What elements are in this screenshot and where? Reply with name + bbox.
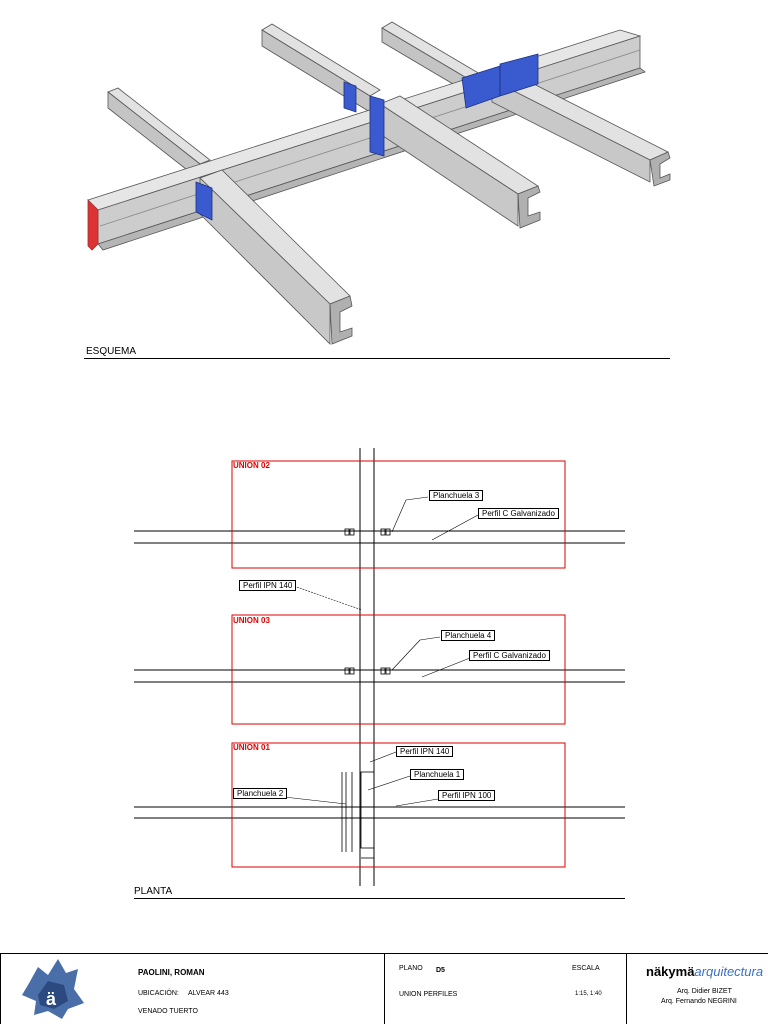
plano-value: D5 [436, 967, 445, 974]
union-03-title: UNION 03 [233, 616, 270, 625]
union-02-title: UNION 02 [233, 461, 270, 470]
beam-front-mid [379, 95, 541, 229]
plan-drawing [134, 448, 625, 886]
svg-text:ä: ä [46, 989, 57, 1009]
architect-2: Arq. Fernando NEGRINI [661, 998, 737, 1005]
schema-title: ESQUEMA [86, 346, 137, 357]
brand-part-a: näkymä [646, 964, 695, 979]
city: VENADO TUERTO [138, 1008, 198, 1015]
label-perfil-c-03: Perfil C Galvanizado [469, 650, 550, 661]
label-perfil-ipn-100: Perfil IPN 100 [438, 790, 496, 801]
titleblock-divider [384, 953, 385, 1024]
beam-left-back [107, 87, 211, 181]
schema-rule [84, 358, 670, 359]
label-planchuela-3: Planchuela 3 [429, 490, 484, 501]
brand-part-b: arquitectura [694, 964, 764, 979]
label-planchuela-1: Planchuela 1 [410, 769, 465, 780]
brand-logo: näkymäarquitectura [646, 964, 763, 979]
label-planchuela-4: Planchuela 4 [441, 630, 496, 641]
beam-front-left [199, 169, 353, 345]
location-value: ALVEAR 443 [188, 990, 229, 997]
label-planchuela-2: Planchuela 2 [233, 788, 288, 799]
escala-value: 1:15, 1:40 [575, 991, 602, 997]
titleblock-divider-2 [626, 953, 627, 1024]
sheet-name: UNION PERFILES [399, 991, 458, 998]
schema-drawing [87, 21, 671, 345]
label-perfil-ipn-140: Perfil IPN 140 [396, 746, 454, 757]
client-name: PAOLINI, ROMAN [138, 968, 205, 977]
architect-1: Arq. Didier BIZET [677, 988, 732, 995]
titleblock-left-rule [0, 953, 1, 1024]
union-01-title: UNION 01 [233, 743, 270, 752]
beam-back-left [261, 23, 381, 113]
connection-plates [195, 53, 539, 221]
plan-rule [134, 898, 625, 899]
plan-title: PLANTA [134, 886, 173, 897]
location-label: UBICACIÓN: [138, 990, 179, 997]
plano-label: PLANO [399, 965, 423, 972]
label-perfil-c-02: Perfil C Galvanizado [478, 508, 559, 519]
studio-logo-icon: ä [22, 959, 84, 1019]
label-perfil-ipn-140-main: Perfil IPN 140 [239, 580, 297, 591]
escala-label: ESCALA [572, 965, 600, 972]
